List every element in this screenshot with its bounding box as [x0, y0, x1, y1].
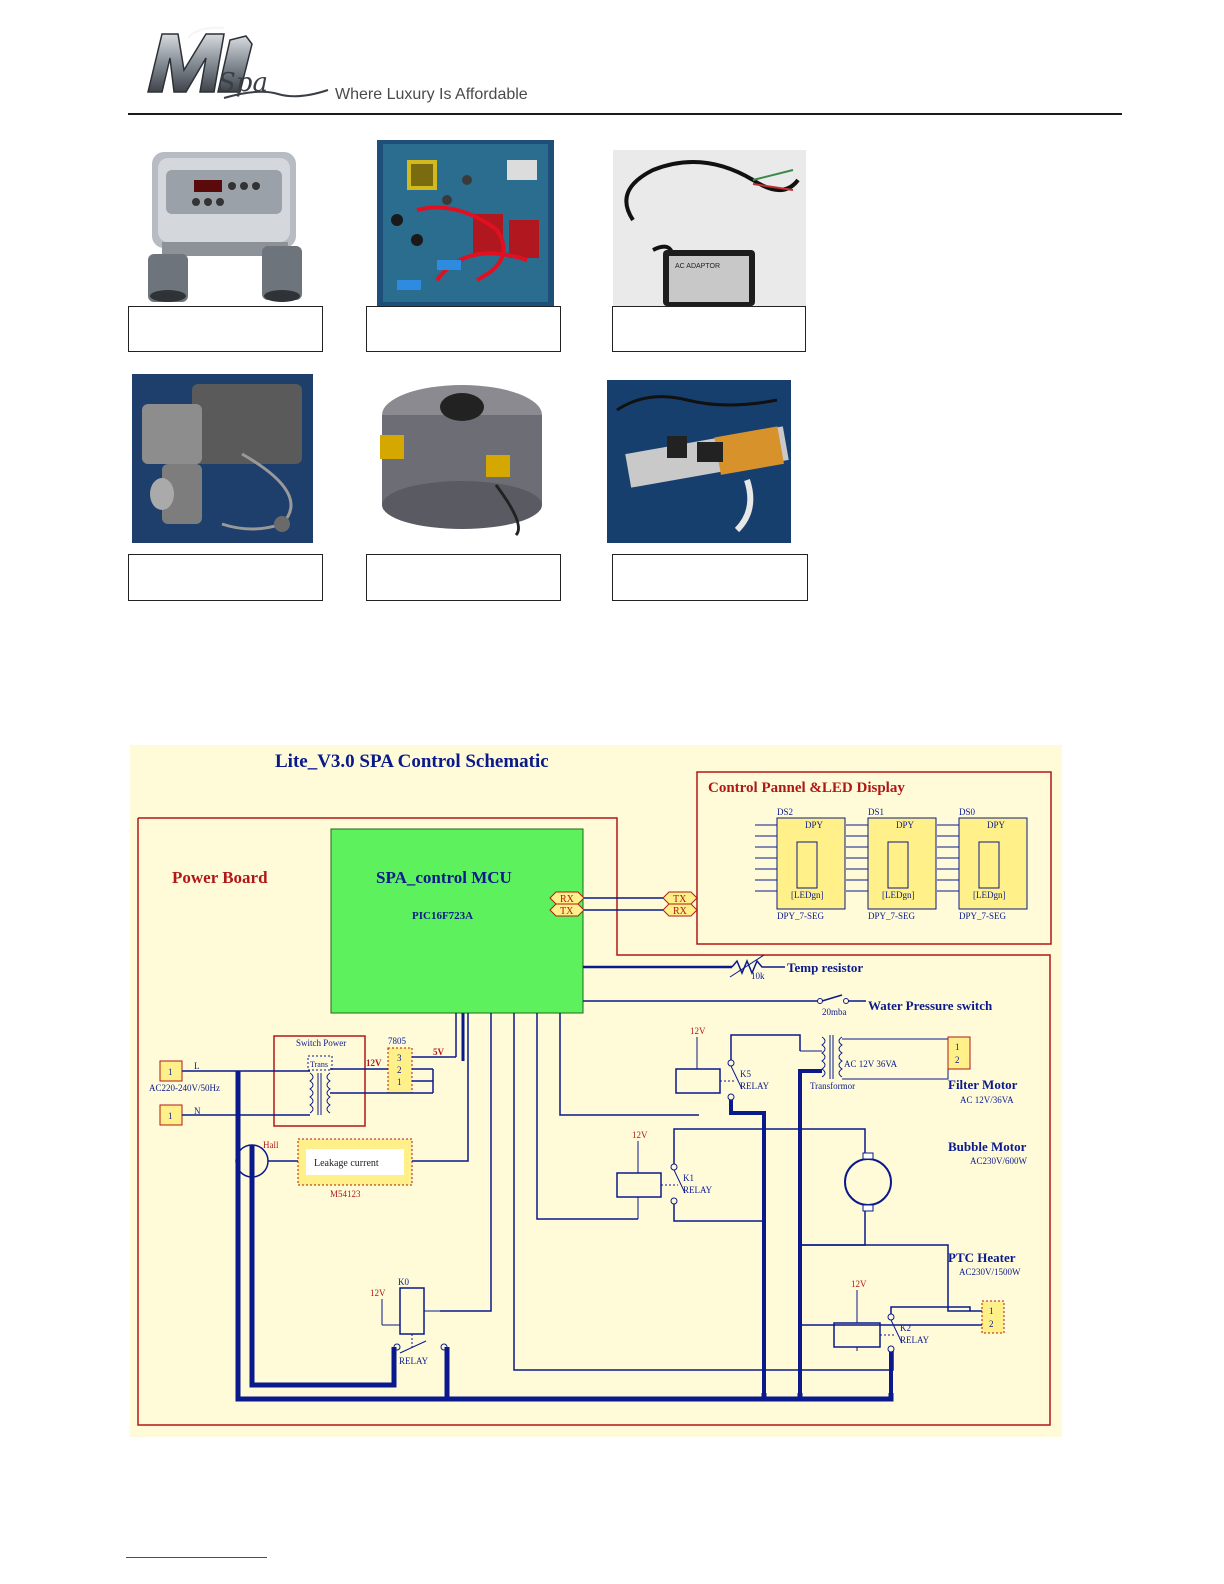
brand-tagline: Where Luxury Is Affordable [335, 86, 528, 103]
v12-label: 12V [366, 1058, 382, 1068]
filter-motor-label: Filter Motor [948, 1077, 1018, 1092]
display-ds2: DS2 DPY [LEDgn] DPY_7-SEG [755, 807, 846, 921]
brand-logo [128, 18, 588, 114]
bubble-motor-spec: AC230V/600W [970, 1156, 1028, 1166]
filter-pin: 2 [955, 1055, 960, 1065]
mains-n-pin: 1 [168, 1111, 173, 1121]
display-ref: DS2 [777, 807, 793, 817]
panel-tx-tag: TX [673, 894, 687, 905]
panel-rx-tag: RX [673, 906, 688, 917]
heater-pin: 2 [989, 1319, 994, 1329]
bubble-motor-photo [376, 375, 548, 541]
reg-pin: 2 [397, 1065, 402, 1075]
filter-pump-photo [132, 374, 313, 543]
brand-script: Spa [218, 68, 268, 98]
display-footer: DPY_7-SEG [777, 911, 825, 921]
display-led: [LEDgn] [791, 890, 824, 900]
control-panel-title: Control Pannel &LED Display [708, 780, 905, 796]
trans-label: Trans [310, 1060, 328, 1069]
reg-pin: 1 [397, 1077, 402, 1087]
pressure-value: 20mba [822, 1007, 847, 1017]
display-footer: DPY_7-SEG [959, 911, 1007, 921]
caption-box-6 [612, 554, 808, 601]
caption-box-3 [612, 306, 806, 352]
display-ds0: DS0 DPY [LEDgn] DPY_7-SEG [937, 807, 1028, 921]
k5-label: K5 [740, 1069, 751, 1079]
temp-resistor-label: Temp resistor [787, 960, 863, 975]
line-l-label: L [194, 1061, 200, 1071]
leakage-label: Leakage current [314, 1158, 379, 1169]
hall-label: Hall [263, 1140, 279, 1150]
footer-divider [126, 1557, 267, 1558]
filter-motor-spec: AC 12V/36VA [960, 1095, 1014, 1105]
k0-label: K0 [398, 1277, 409, 1287]
switch-power-label: Switch Power [296, 1038, 346, 1048]
water-pressure-label: Water Pressure switch [868, 998, 993, 1013]
mcu-rx-tag: RX [560, 894, 575, 905]
control-schematic: Lite_V3.0 SPA Control Schematic Power Bo… [130, 745, 1062, 1437]
caption-box-1 [128, 306, 323, 352]
mcu-block [330, 828, 584, 1014]
ptc-heater-photo [607, 380, 791, 543]
k0-12v-label: 12V [370, 1288, 386, 1298]
temp-value: 10k [751, 971, 765, 981]
k2-relay-label: RELAY [900, 1335, 930, 1345]
mains-l-pin: 1 [168, 1067, 173, 1077]
k1-label: K1 [683, 1173, 694, 1183]
k2-12v-label: 12V [851, 1279, 867, 1289]
k1-12v-label: 12V [632, 1130, 648, 1140]
filter-pin: 1 [955, 1042, 960, 1052]
mcu-tx-tag: TX [560, 906, 574, 917]
k0-relay-label: RELAY [399, 1356, 429, 1366]
bubble-motor-label: Bubble Motor [948, 1139, 1027, 1154]
display-dpy: DPY [805, 820, 824, 830]
display-dpy: DPY [896, 820, 915, 830]
transformer-label: Transformor [810, 1081, 855, 1091]
line-n-label: N [194, 1106, 201, 1116]
k2-label: K2 [900, 1323, 911, 1333]
schematic-title: Lite_V3.0 SPA Control Schematic [275, 751, 549, 772]
heater-pin: 1 [989, 1306, 994, 1316]
reg-pin: 3 [397, 1053, 402, 1063]
k1-relay-label: RELAY [683, 1185, 713, 1195]
caption-box-2 [366, 306, 561, 352]
k5-12v-label: 12V [690, 1026, 706, 1036]
v5-label: 5V [433, 1047, 445, 1057]
display-ref: DS0 [959, 807, 976, 817]
caption-box-5 [366, 554, 561, 601]
ac12-label: AC 12V 36VA [844, 1059, 898, 1069]
mcu-part: PIC16F723A [412, 910, 473, 922]
ptc-heater-spec: AC230V/1500W [959, 1267, 1021, 1277]
power-board-label: Power Board [172, 868, 268, 887]
circuit-board-photo [377, 140, 554, 306]
caption-box-4 [128, 554, 323, 601]
display-ref: DS1 [868, 807, 884, 817]
display-led: [LEDgn] [973, 890, 1006, 900]
mcu-name: SPA_control MCU [376, 868, 512, 887]
adaptor-label-text: AC ADAPTOR [675, 263, 720, 270]
ptc-heater-label: PTC Heater [948, 1250, 1016, 1265]
display-ds1: DS1 DPY [LEDgn] DPY_7-SEG [846, 807, 937, 921]
display-led: [LEDgn] [882, 890, 915, 900]
mains-label: AC220-240V/50Hz [149, 1083, 220, 1093]
display-dpy: DPY [987, 820, 1006, 830]
ac-adaptor-photo: AC ADAPTOR [613, 150, 806, 306]
leakage-part: M54123 [330, 1189, 361, 1199]
header-divider [128, 113, 1122, 115]
reg-label: 7805 [388, 1036, 407, 1046]
control-panel-photo [138, 146, 310, 306]
k5-relay-label: RELAY [740, 1081, 770, 1091]
display-footer: DPY_7-SEG [868, 911, 916, 921]
control-panel-box [696, 771, 1052, 945]
